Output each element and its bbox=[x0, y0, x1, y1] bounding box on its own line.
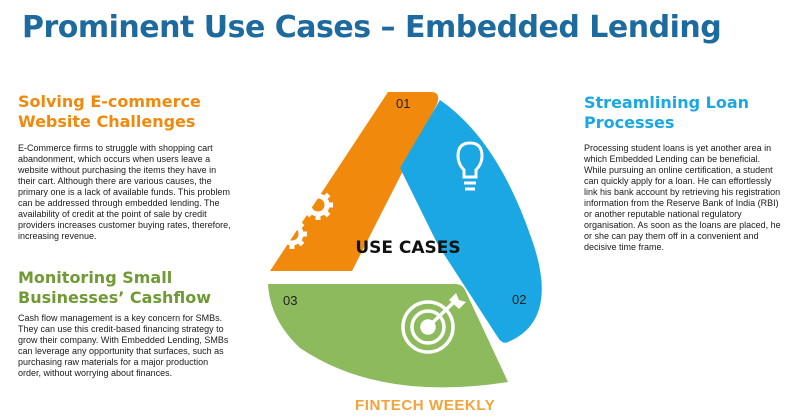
heading-ecommerce: Solving E-commerce Website Challenges bbox=[18, 92, 201, 131]
segment-blue bbox=[400, 100, 542, 343]
footer-brand: FINTECH WEEKLY bbox=[355, 397, 496, 414]
page-title: Prominent Use Cases – Embedded Lending bbox=[22, 10, 722, 45]
heading-smb-cashflow: Monitoring Small Businesses’ Cashflow bbox=[18, 268, 211, 307]
text-loan-processes: Processing student loans is yet another … bbox=[584, 143, 781, 252]
segment-number-03: 03 bbox=[283, 293, 297, 308]
center-label: USE CASES bbox=[355, 238, 460, 258]
segment-number-01: 01 bbox=[396, 96, 410, 111]
heading-loan-processes: Streamlining Loan Processes bbox=[584, 93, 750, 132]
lightbulb-icon bbox=[456, 141, 484, 191]
text-smb-cashflow: Cash flow management is a key concern fo… bbox=[18, 313, 229, 378]
segment-green bbox=[268, 284, 508, 388]
segment-orange bbox=[270, 92, 439, 271]
gears-icon bbox=[277, 190, 333, 249]
text-ecommerce: E-Commerce firms to struggle with shoppi… bbox=[18, 143, 231, 241]
target-icon bbox=[401, 293, 466, 354]
segment-number-02: 02 bbox=[512, 292, 526, 307]
use-cases-cycle-diagram: 01 02 03 USE CASES bbox=[268, 92, 542, 388]
